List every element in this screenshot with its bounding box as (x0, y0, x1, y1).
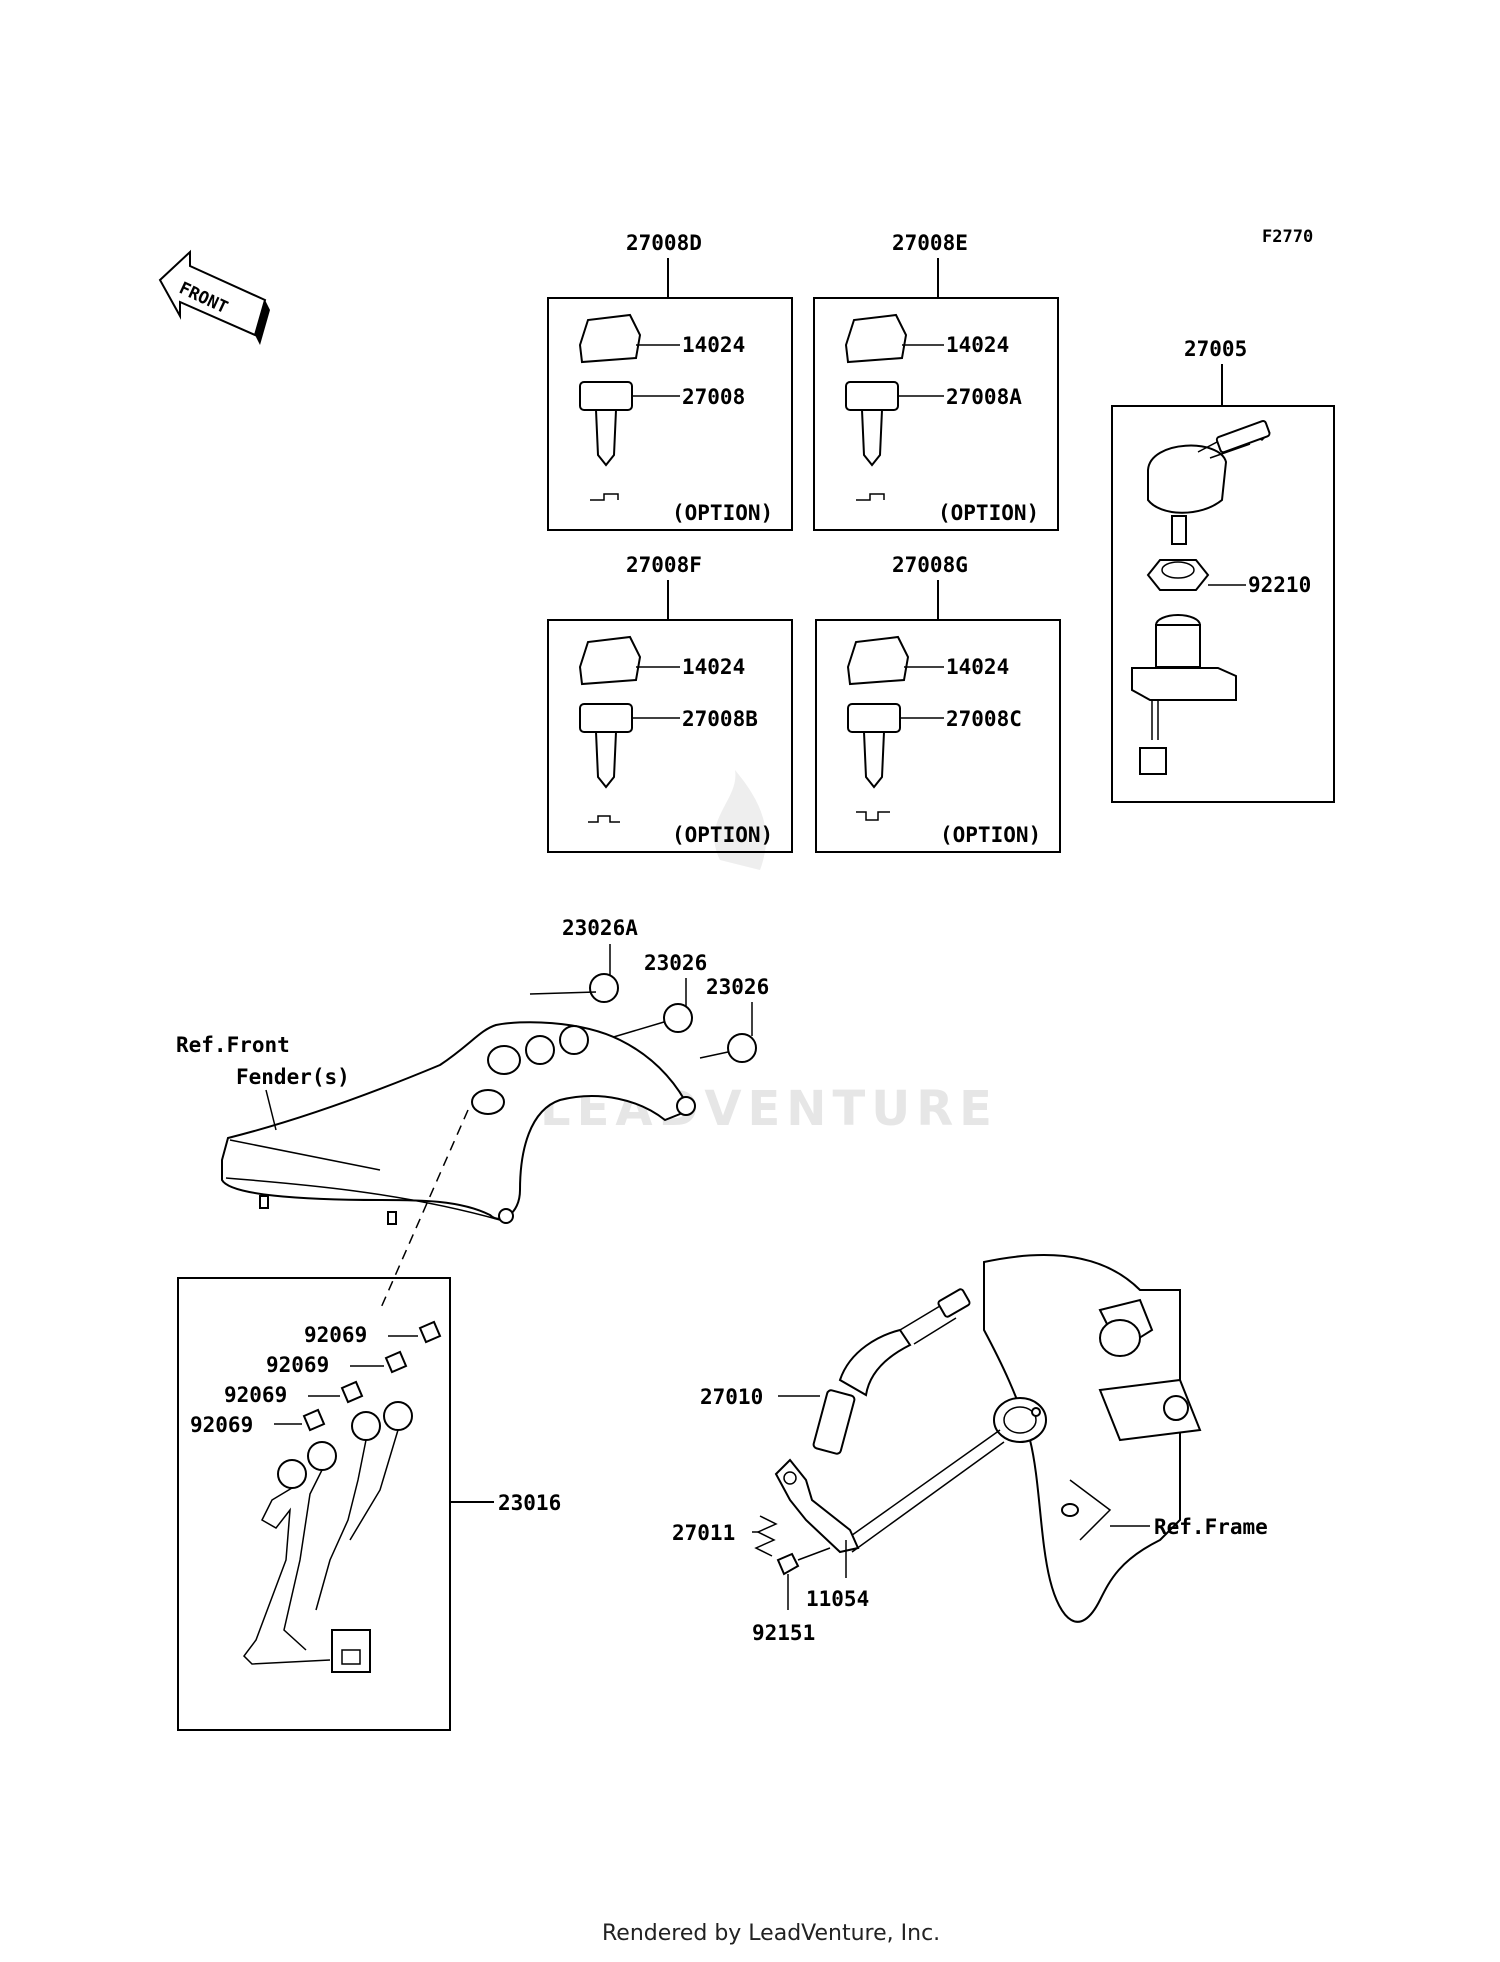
bracket-number: 11054 (806, 1587, 869, 1611)
nut-number: 92210 (1248, 573, 1311, 597)
switch-assy-number: 27005 (1184, 337, 1247, 361)
spring-number: 27011 (672, 1521, 735, 1545)
key-cap-number: 14024 (946, 333, 1009, 357)
spring-icon (754, 1515, 778, 1557)
terminal-icon (384, 1350, 408, 1374)
terminal-number-4: 92069 (190, 1413, 253, 1437)
bolt-number: 92151 (752, 1621, 815, 1645)
cap-number-c: 23026 (706, 975, 769, 999)
ref-frame-label: Ref.Frame (1154, 1515, 1268, 1539)
key-set-number: 27008G (892, 553, 968, 577)
key-cap-number: 14024 (682, 655, 745, 679)
key-cap-icon (844, 313, 908, 364)
key-number: 27008A (946, 385, 1022, 409)
key-cap-icon (846, 635, 910, 686)
option-note: (OPTION) (672, 501, 773, 525)
frame-sensor-area: 27010 11054 27011 92151 Ref.Frame (672, 1254, 1268, 1645)
cap-number-a: 23026A (562, 916, 638, 940)
footer-credit: Rendered by LeadVenture, Inc. (602, 1921, 940, 1946)
bracket-icon (774, 1458, 860, 1554)
key-cap-number: 14024 (682, 333, 745, 357)
front-arrow-icon: FRONT (158, 249, 270, 345)
key-icon (1215, 420, 1271, 454)
key-icon (579, 381, 633, 411)
terminal-icon (418, 1320, 442, 1344)
switch-cable-icon (838, 1328, 912, 1397)
ref-fender-line2: Fender(s) (236, 1065, 350, 1089)
harness-connector-icon (331, 1629, 371, 1673)
connector-icon (1139, 747, 1167, 775)
rubber-cap-icon (727, 1033, 757, 1063)
cap-number-b: 23026 (644, 951, 707, 975)
option-note: (OPTION) (940, 823, 1041, 847)
terminal-icon (340, 1380, 364, 1404)
front-fender: Ref.Front Fender(s) (176, 1021, 696, 1311)
option-note: (OPTION) (672, 823, 773, 847)
switch-number: 27010 (700, 1385, 763, 1409)
key-set-number: 27008D (626, 231, 702, 255)
rubber-cap-icon (663, 1003, 693, 1033)
key-set-27008f: 27008F 14024 27008B (OPTION) (547, 553, 793, 853)
ignition-switch-assembly: 27005 92210 (1111, 337, 1335, 803)
terminal-icon (302, 1408, 326, 1432)
switch-icon (812, 1389, 856, 1455)
terminal-number-1: 92069 (304, 1323, 367, 1347)
switch-cap-icon (1147, 444, 1228, 514)
key-set-number: 27008E (892, 231, 968, 255)
switch-body-icon (1131, 667, 1237, 701)
key-set-number: 27008F (626, 553, 702, 577)
key-set-27008d: 27008D 14024 27008 (OPTION) (547, 231, 793, 531)
ref-fender-line1: Ref.Front (176, 1033, 290, 1057)
key-icon (845, 381, 899, 411)
front-fender-caps: 23026A 23026 23026 (529, 916, 769, 1063)
key-cap-icon (578, 313, 642, 364)
key-number: 27008B (682, 707, 758, 731)
key-set-27008e: 27008E 14024 27008A (OPTION) (813, 231, 1059, 531)
key-cap-icon (578, 635, 642, 686)
terminal-number-2: 92069 (266, 1353, 329, 1377)
key-number: 27008 (682, 385, 745, 409)
key-icon (579, 703, 633, 733)
rubber-cap-icon (589, 973, 619, 1003)
key-icon (847, 703, 901, 733)
key-number: 27008C (946, 707, 1022, 731)
harness-23016: 23016 92069 92069 92069 92069 (177, 1277, 561, 1731)
nut-icon (1146, 559, 1210, 591)
figure-id: F2770 (1262, 227, 1313, 247)
key-set-27008g: 27008G 14024 27008C (OPTION) (815, 553, 1061, 853)
terminal-number-3: 92069 (224, 1383, 287, 1407)
harness-number: 23016 (498, 1491, 561, 1515)
bolt-icon (776, 1552, 800, 1576)
key-cap-number: 14024 (946, 655, 1009, 679)
option-note: (OPTION) (938, 501, 1039, 525)
